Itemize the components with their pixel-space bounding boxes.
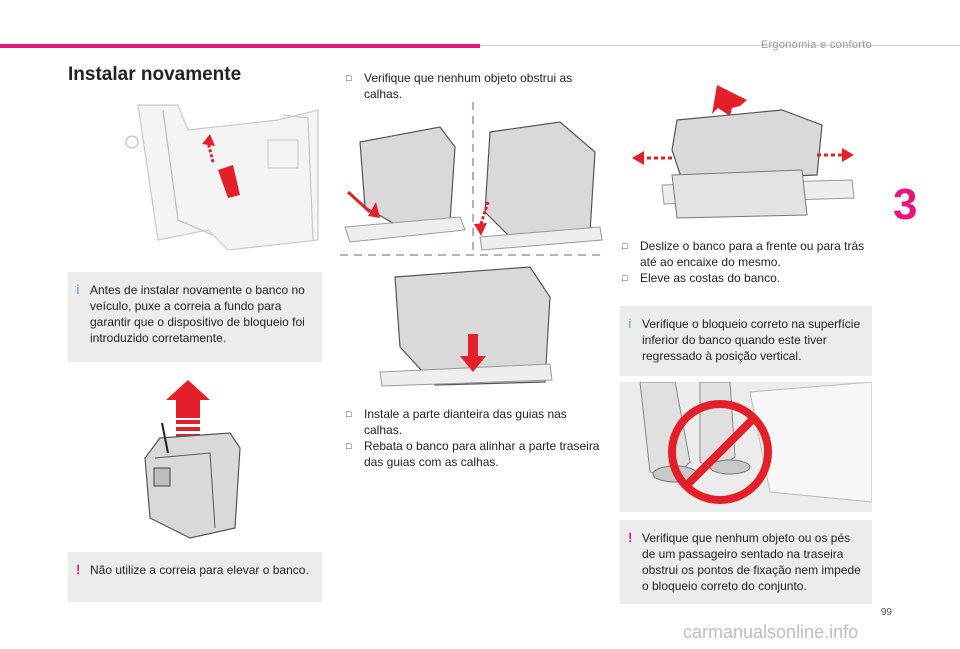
step-list-slide: Deslize o banco para a frente ou para tr… — [622, 238, 872, 286]
info-marker: i — [628, 316, 632, 331]
warning-note-strap: ! Não utilize a correia para elevar o ba… — [68, 552, 322, 602]
section-title: Instalar novamente — [68, 64, 242, 85]
header-accent-bar — [0, 44, 480, 48]
figure-strap-pull — [118, 100, 323, 250]
warning-note-text: Não utilize a correia para elevar o banc… — [90, 563, 309, 577]
info-note-text: Verifique o bloqueio correto na superfíc… — [642, 317, 861, 363]
figure-feet-prohibited — [620, 382, 872, 512]
warning-note-text: Verifique que nenhum objeto ou os pés de… — [642, 531, 861, 593]
figure-lift-warning — [130, 378, 250, 543]
step-list-verify: Verifique que nenhum objeto obstrui as c… — [346, 70, 586, 102]
info-marker: i — [76, 282, 80, 297]
watermark: carmanualsonline.info — [683, 622, 859, 642]
figure-slide-seat — [622, 80, 862, 220]
chapter-number: 3 — [893, 180, 918, 229]
step-item: Eleve as costas do banco. — [622, 270, 872, 286]
info-note-text: Antes de instalar novamente o banco no v… — [90, 283, 305, 345]
step-item: Rebata o banco para alinhar a parte tras… — [346, 438, 606, 470]
header-title: Ergonomia e conforto — [760, 39, 872, 51]
header-rule — [480, 45, 960, 46]
step-list-install: Instale a parte dianteira das guias nas … — [346, 406, 606, 470]
info-note-lock: i Verifique o bloqueio correto na superf… — [620, 306, 872, 376]
page-number: 99 — [880, 607, 892, 618]
step-item: Verifique que nenhum objeto obstrui as c… — [346, 70, 586, 102]
step-item: Deslize o banco para a frente ou para tr… — [622, 238, 872, 270]
warning-marker: ! — [76, 562, 81, 577]
info-note-strap: i Antes de instalar novamente o banco no… — [68, 272, 322, 362]
step-item: Instale a parte dianteira das guias nas … — [346, 406, 606, 438]
warning-note-feet: ! Verifique que nenhum objeto ou os pés … — [620, 520, 872, 604]
warning-marker: ! — [628, 530, 633, 545]
figure-rail-install — [340, 102, 610, 387]
